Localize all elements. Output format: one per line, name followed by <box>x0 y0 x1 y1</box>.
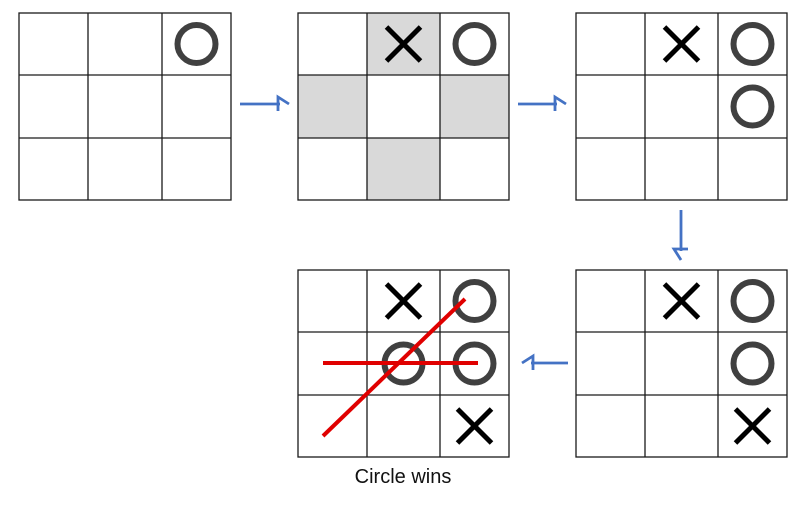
cross-mark-icon <box>662 282 701 320</box>
board-3 <box>575 12 788 201</box>
caption-circle-wins: Circle wins <box>354 466 452 488</box>
cross-mark-icon <box>384 282 423 320</box>
cross-stroke <box>662 282 701 320</box>
cross-stroke <box>662 25 701 63</box>
cross-mark-icon <box>662 25 701 63</box>
board-1 <box>18 12 232 201</box>
board-border <box>575 269 788 458</box>
arrow-head <box>276 94 290 111</box>
cross-mark-icon <box>384 25 423 63</box>
board-border <box>297 12 510 201</box>
circle-mark-icon <box>730 84 775 129</box>
highlighted-cell <box>440 75 509 138</box>
cross-stroke <box>384 25 423 63</box>
circle-mark-icon <box>452 279 497 323</box>
cross-mark-icon <box>455 407 494 445</box>
highlighted-cell <box>298 75 367 138</box>
cross-mark-icon <box>733 407 772 445</box>
circle-mark-icon <box>730 341 775 386</box>
flow-arrow-right-icon <box>240 94 290 111</box>
circle-mark-icon <box>174 22 219 66</box>
arrow-head <box>521 353 535 370</box>
circle-mark-icon <box>452 22 497 66</box>
flow-arrow-right-icon <box>518 94 567 111</box>
board-2 <box>297 12 510 201</box>
arrow-head <box>671 247 688 261</box>
cross-stroke <box>455 407 494 445</box>
board-border <box>18 12 232 201</box>
winning-line-anti-diagonal <box>321 297 467 438</box>
board-4 <box>575 269 788 458</box>
circle-mark-icon <box>730 279 775 323</box>
arrow-head <box>553 94 567 111</box>
highlighted-cell <box>367 138 440 200</box>
board-border <box>297 269 510 458</box>
cross-stroke <box>733 407 772 445</box>
circle-mark-icon <box>730 22 775 66</box>
board-border <box>575 12 788 201</box>
flow-arrow-down-icon <box>671 210 688 261</box>
flow-arrow-left-icon <box>521 353 568 370</box>
cross-stroke <box>384 282 423 320</box>
